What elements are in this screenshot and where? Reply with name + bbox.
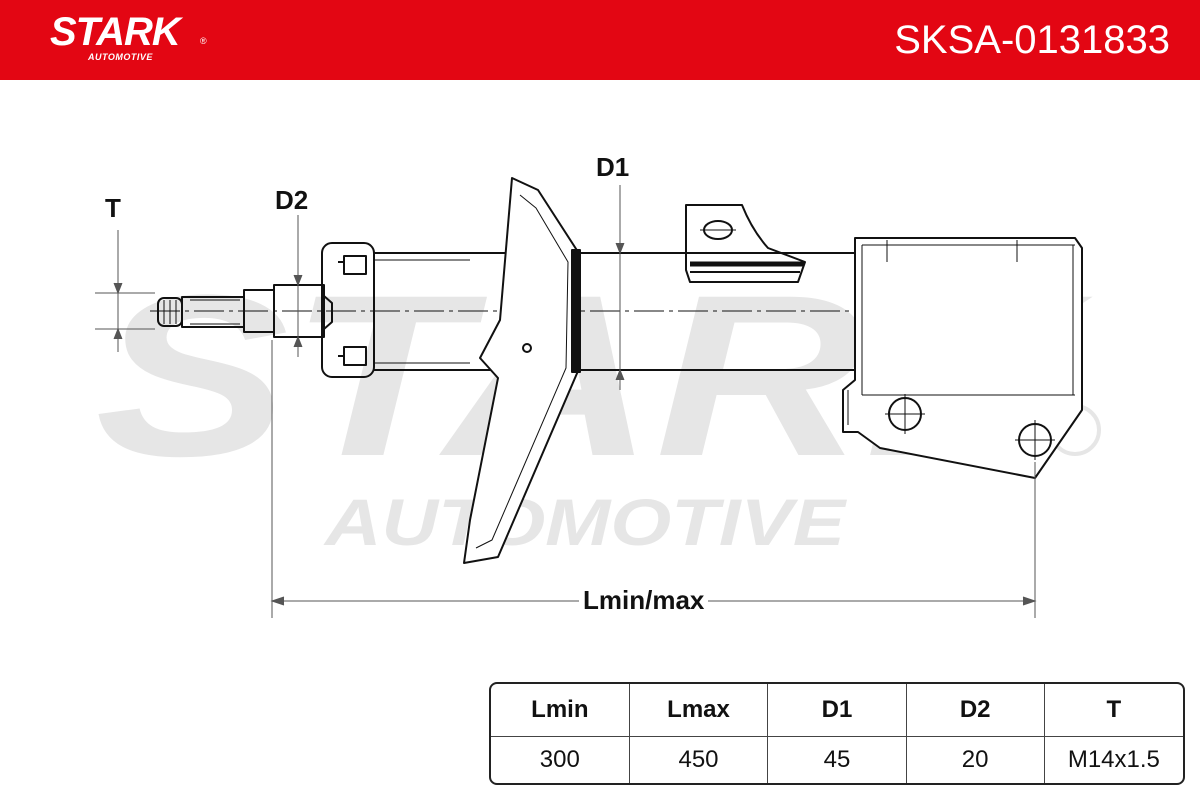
dimension-D1	[615, 185, 625, 390]
threaded-tip	[157, 296, 245, 328]
value-d2: 20	[907, 737, 1045, 783]
stark-logo: STARK AUTOMOTIVE ®	[50, 12, 220, 68]
specs-value-row: 300 450 45 20 M14x1.5	[491, 737, 1183, 783]
value-lmax: 450	[630, 737, 769, 783]
label-D2: D2	[275, 185, 309, 215]
header-t: T	[1044, 684, 1183, 737]
shock-absorber-drawing	[95, 177, 1083, 618]
header-lmax: Lmax	[629, 684, 769, 737]
logo-subtitle: AUTOMOTIVE	[88, 52, 153, 62]
value-d1: 45	[768, 737, 907, 783]
value-t: M14x1.5	[1067, 746, 1160, 773]
header-d2: D2	[906, 684, 1045, 737]
label-T: T	[105, 193, 121, 223]
logo-registered-mark: ®	[200, 36, 207, 46]
rod-nut	[323, 295, 333, 330]
header-d1: D1	[768, 684, 907, 737]
label-length: Lmin/max	[579, 585, 709, 615]
top-mount	[321, 242, 375, 378]
spring-seat	[463, 177, 581, 564]
knuckle-mount	[842, 237, 1083, 479]
rod-collar	[273, 284, 325, 338]
value-lmin: 300	[491, 737, 630, 783]
main-tube	[374, 252, 855, 371]
specs-header-row: Lmin Lmax D1 D2 T	[491, 684, 1183, 737]
header-bar: STARK AUTOMOTIVE ® SKSA-0131833	[0, 0, 1200, 80]
watermark-subtitle: AUTOMOTIVE	[323, 485, 848, 559]
header-lmin: Lmin	[491, 684, 630, 737]
seal-band	[571, 249, 581, 373]
part-number: SKSA-0131833	[894, 18, 1170, 62]
label-D1: D1	[596, 152, 630, 182]
logo-brand: STARK	[50, 10, 181, 54]
dimension-T	[95, 230, 155, 352]
sensor-bracket	[685, 204, 806, 283]
specs-table: Lmin Lmax D1 D2 T 300 450 45 20 M14x1.5	[489, 682, 1185, 785]
dimension-D2	[293, 215, 303, 357]
